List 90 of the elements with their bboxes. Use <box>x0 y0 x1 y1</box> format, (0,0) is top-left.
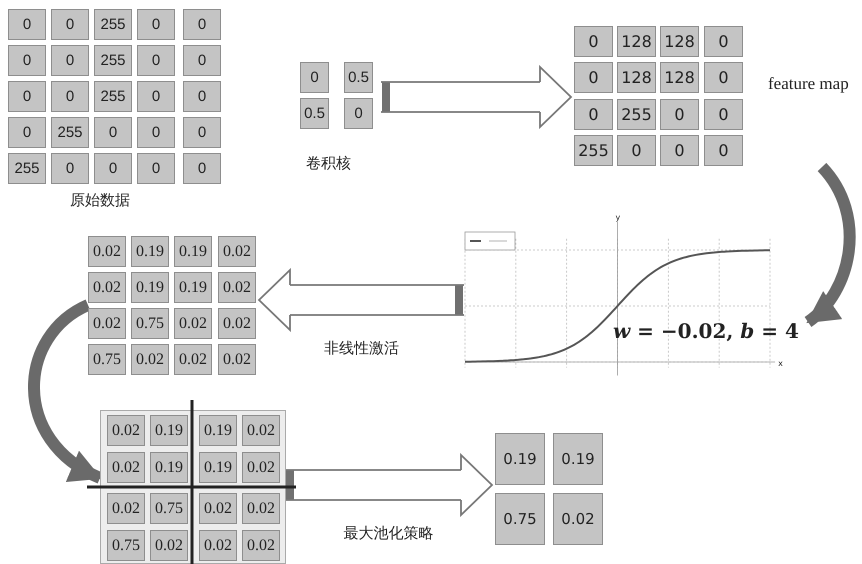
value-cell: 0.5 <box>300 98 329 129</box>
value-cell: 0 <box>137 81 175 112</box>
value-cell: 0.02 <box>199 530 237 561</box>
value-cell: 0 <box>51 81 89 112</box>
value-cell: 0 <box>300 62 329 93</box>
value-cell: 0.75 <box>107 530 145 561</box>
value-cell: 0.02 <box>107 452 145 483</box>
value-cell: 0 <box>617 135 656 166</box>
value-cell: 255 <box>94 45 132 76</box>
value-cell: 0 <box>183 153 221 184</box>
value-cell: 0 <box>704 26 743 57</box>
value-cell: 0.02 <box>218 236 256 267</box>
axis-label: x <box>778 359 783 368</box>
value-cell: 0 <box>660 99 699 130</box>
value-cell: 0.19 <box>553 433 603 485</box>
value-cell: 0.19 <box>174 236 212 267</box>
value-cell: 0.02 <box>131 344 169 375</box>
value-cell: 255 <box>574 135 613 166</box>
value-cell: 0.02 <box>107 493 145 524</box>
value-cell: 255 <box>8 153 46 184</box>
value-cell: 0 <box>137 153 175 184</box>
value-cell: 0 <box>344 98 373 129</box>
value-cell: 0.02 <box>218 308 256 339</box>
value-cell: 0.02 <box>88 236 126 267</box>
value-cell: 0.19 <box>150 415 188 446</box>
axis-label: y <box>616 213 620 222</box>
value-cell: 0.19 <box>495 433 545 485</box>
value-cell: 255 <box>51 117 89 148</box>
edge-label: 最大池化策略 <box>344 524 434 542</box>
value-cell: 0 <box>8 117 46 148</box>
value-cell: 128 <box>617 26 656 57</box>
value-cell: 0 <box>51 45 89 76</box>
value-cell: 0.02 <box>199 493 237 524</box>
value-cell: 0.02 <box>553 493 603 545</box>
grid-caption: feature map <box>768 74 849 94</box>
value-cell: 0 <box>51 153 89 184</box>
value-cell: 255 <box>617 99 656 130</box>
value-cell: 0 <box>8 81 46 112</box>
value-cell: 0.02 <box>174 308 212 339</box>
value-cell: 0 <box>137 9 175 40</box>
value-cell: 0 <box>137 117 175 148</box>
value-cell: 0 <box>704 99 743 130</box>
value-cell: 128 <box>660 26 699 57</box>
value-cell: 0 <box>183 117 221 148</box>
value-cell: 128 <box>617 62 656 93</box>
value-cell: 0.02 <box>150 530 188 561</box>
value-cell: 0 <box>51 9 89 40</box>
value-cell: 0 <box>660 135 699 166</box>
value-cell: 0 <box>94 117 132 148</box>
value-cell: 0 <box>704 62 743 93</box>
value-cell: 0 <box>183 81 221 112</box>
value-cell: 0 <box>94 153 132 184</box>
value-cell: 0 <box>183 9 221 40</box>
formula-text: w = −0.02, b = 4 <box>613 319 799 343</box>
value-cell: 0.19 <box>150 452 188 483</box>
value-cell: 0 <box>183 45 221 76</box>
grid-caption: 卷积核 <box>306 154 351 173</box>
value-cell: 0.02 <box>218 344 256 375</box>
curved-arrow <box>804 163 856 327</box>
value-cell: 0 <box>574 62 613 93</box>
value-cell: 0.75 <box>88 344 126 375</box>
grid-caption: 原始数据 <box>70 191 130 210</box>
value-cell: 0.19 <box>199 415 237 446</box>
value-cell: 0.19 <box>131 236 169 267</box>
value-cell: 0.02 <box>88 308 126 339</box>
value-cell: 0 <box>8 9 46 40</box>
value-cell: 0.02 <box>88 272 126 303</box>
value-cell: 0.75 <box>150 493 188 524</box>
value-cell: 0 <box>137 45 175 76</box>
value-cell: 0 <box>574 26 613 57</box>
value-cell: 0 <box>704 135 743 166</box>
value-cell: 255 <box>94 81 132 112</box>
value-cell: 128 <box>660 62 699 93</box>
value-cell: 0 <box>574 99 613 130</box>
value-cell: 0.02 <box>242 452 280 483</box>
value-cell: 0 <box>8 45 46 76</box>
value-cell: 0.75 <box>131 308 169 339</box>
value-cell: 255 <box>94 9 132 40</box>
value-cell: 0.02 <box>242 530 280 561</box>
value-cell: 0.19 <box>174 272 212 303</box>
value-cell: 0.19 <box>131 272 169 303</box>
value-cell: 0.02 <box>242 415 280 446</box>
value-cell: 0.02 <box>218 272 256 303</box>
value-cell: 0.75 <box>495 493 545 545</box>
value-cell: 0.5 <box>344 62 373 93</box>
edge-label: 非线性激活 <box>324 338 399 358</box>
value-cell: 0.19 <box>199 452 237 483</box>
value-cell: 0.02 <box>107 415 145 446</box>
value-cell: 0.02 <box>174 344 212 375</box>
value-cell: 0.02 <box>242 493 280 524</box>
